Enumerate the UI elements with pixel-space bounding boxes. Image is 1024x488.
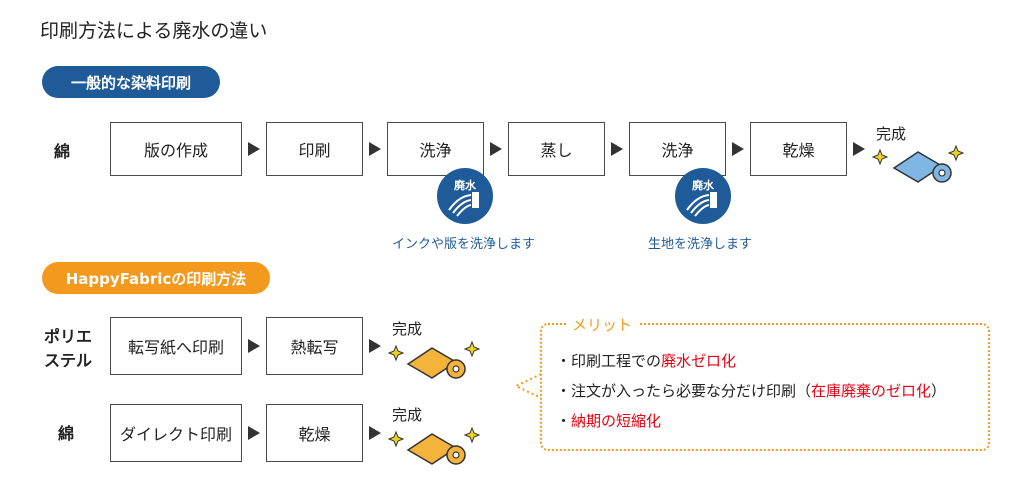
merit-title: メリット xyxy=(566,314,639,335)
merit-highlight: 廃水ゼロ化 xyxy=(661,352,737,370)
step-box: 熱転写 xyxy=(266,317,363,375)
row-label-line: ポリエ xyxy=(44,327,93,346)
done-label: 完成 xyxy=(392,406,423,424)
page-title: 印刷方法による廃水の違い xyxy=(40,20,268,42)
row-label-cotton: 綿 xyxy=(58,424,75,443)
row-label-polyester: ポリエ ステル xyxy=(44,325,92,373)
sparkle-icon xyxy=(387,430,405,448)
water-drain-icon xyxy=(448,192,479,217)
arrow-icon xyxy=(248,142,260,156)
merit-box xyxy=(540,323,990,451)
merit-text: ） xyxy=(931,382,947,400)
sparkle-icon xyxy=(463,340,481,358)
step-box: 洗浄 xyxy=(387,122,484,176)
step-box: 版の作成 xyxy=(110,122,242,176)
fabric-roll-icon xyxy=(871,144,965,183)
done-label: 完成 xyxy=(876,125,907,143)
arrow-icon xyxy=(853,142,865,156)
arrow-icon xyxy=(732,142,744,156)
arrow-icon xyxy=(611,142,623,156)
merit-text: ・ xyxy=(556,412,572,430)
sparkle-icon xyxy=(871,148,889,166)
badge-label: 廃水 xyxy=(454,179,476,192)
callout-pointer xyxy=(513,373,542,399)
arrow-icon xyxy=(490,142,502,156)
done-label: 完成 xyxy=(392,320,423,338)
arrow-icon xyxy=(369,142,381,156)
wastewater-caption: インクや版を洗浄します xyxy=(392,237,536,252)
step-box: 乾燥 xyxy=(750,122,847,176)
merit-item: ・印刷工程での廃水ゼロ化 xyxy=(556,350,736,371)
sparkle-icon xyxy=(387,344,405,362)
step-box: 転写紙へ印刷 xyxy=(110,317,242,375)
wastewater-caption: 生地を洗浄します xyxy=(648,237,753,252)
merit-highlight: 納期の短縮化 xyxy=(571,412,662,430)
arrow-icon xyxy=(248,339,260,353)
merit-highlight: 在庫廃棄のゼロ化 xyxy=(811,382,932,400)
merit-item: ・納期の短縮化 xyxy=(556,410,661,431)
arrow-icon xyxy=(369,339,381,353)
step-box: 印刷 xyxy=(266,122,363,176)
wastewater-badge: 廃水 xyxy=(675,168,731,224)
row-label-line: ステル xyxy=(44,351,93,370)
sparkle-icon xyxy=(463,426,481,444)
arrow-icon xyxy=(369,426,381,440)
merit-text: ・注文が入ったら必要な分だけ印刷（ xyxy=(556,382,812,400)
row-label-cotton: 綿 xyxy=(54,142,71,161)
merit-item: ・注文が入ったら必要な分だけ印刷（在庫廃棄のゼロ化） xyxy=(556,380,946,401)
badge-label: 廃水 xyxy=(692,179,714,192)
fabric-roll-icon xyxy=(387,340,481,379)
water-drain-icon xyxy=(686,192,717,217)
section-label-general: 一般的な染料印刷 xyxy=(42,66,220,98)
step-box: 乾燥 xyxy=(266,404,363,462)
section-label-happyfabric: HappyFabricの印刷方法 xyxy=(42,262,270,294)
step-box: ダイレクト印刷 xyxy=(110,404,242,462)
wastewater-badge: 廃水 xyxy=(437,168,493,224)
fabric-roll-icon xyxy=(387,426,481,465)
arrow-icon xyxy=(248,426,260,440)
merit-text: ・印刷工程での xyxy=(556,352,662,370)
step-box: 蒸し xyxy=(508,122,605,176)
step-box: 洗浄 xyxy=(629,122,726,176)
sparkle-icon xyxy=(947,144,965,162)
